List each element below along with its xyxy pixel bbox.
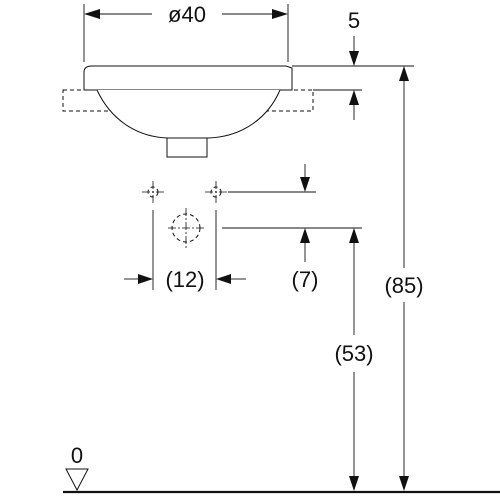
rim-height-dimension: 5 xyxy=(292,8,414,120)
basin-outline xyxy=(62,65,314,158)
basin-bowl xyxy=(96,89,281,139)
outlet-marker xyxy=(168,208,204,250)
outlet-offset-label: (7) xyxy=(292,267,319,292)
outlet-symbols xyxy=(142,181,228,250)
floor-datum: 0 xyxy=(63,443,500,494)
left-tap-marker xyxy=(142,181,164,204)
outlet-height-label: (53) xyxy=(334,341,373,366)
outlet-offset-dimension: (7) xyxy=(222,164,362,292)
right-tap-marker xyxy=(205,181,228,204)
overall-height-dimension: (85) xyxy=(384,66,424,491)
outlet-spacing-label: (12) xyxy=(165,267,204,292)
rim-height-label: 5 xyxy=(348,8,360,33)
outlet-spacing-dimension: (12) xyxy=(124,210,246,292)
diameter-dimension: ø40 xyxy=(83,2,289,62)
overall-height-label: (85) xyxy=(384,273,423,298)
outlet-height-dimension: (53) xyxy=(334,228,374,491)
floor-level-label: 0 xyxy=(71,443,83,468)
drain-outlet xyxy=(166,138,208,158)
basin-rim xyxy=(83,65,293,91)
datum-triangle xyxy=(65,468,89,492)
diameter-label: ø40 xyxy=(168,2,206,27)
